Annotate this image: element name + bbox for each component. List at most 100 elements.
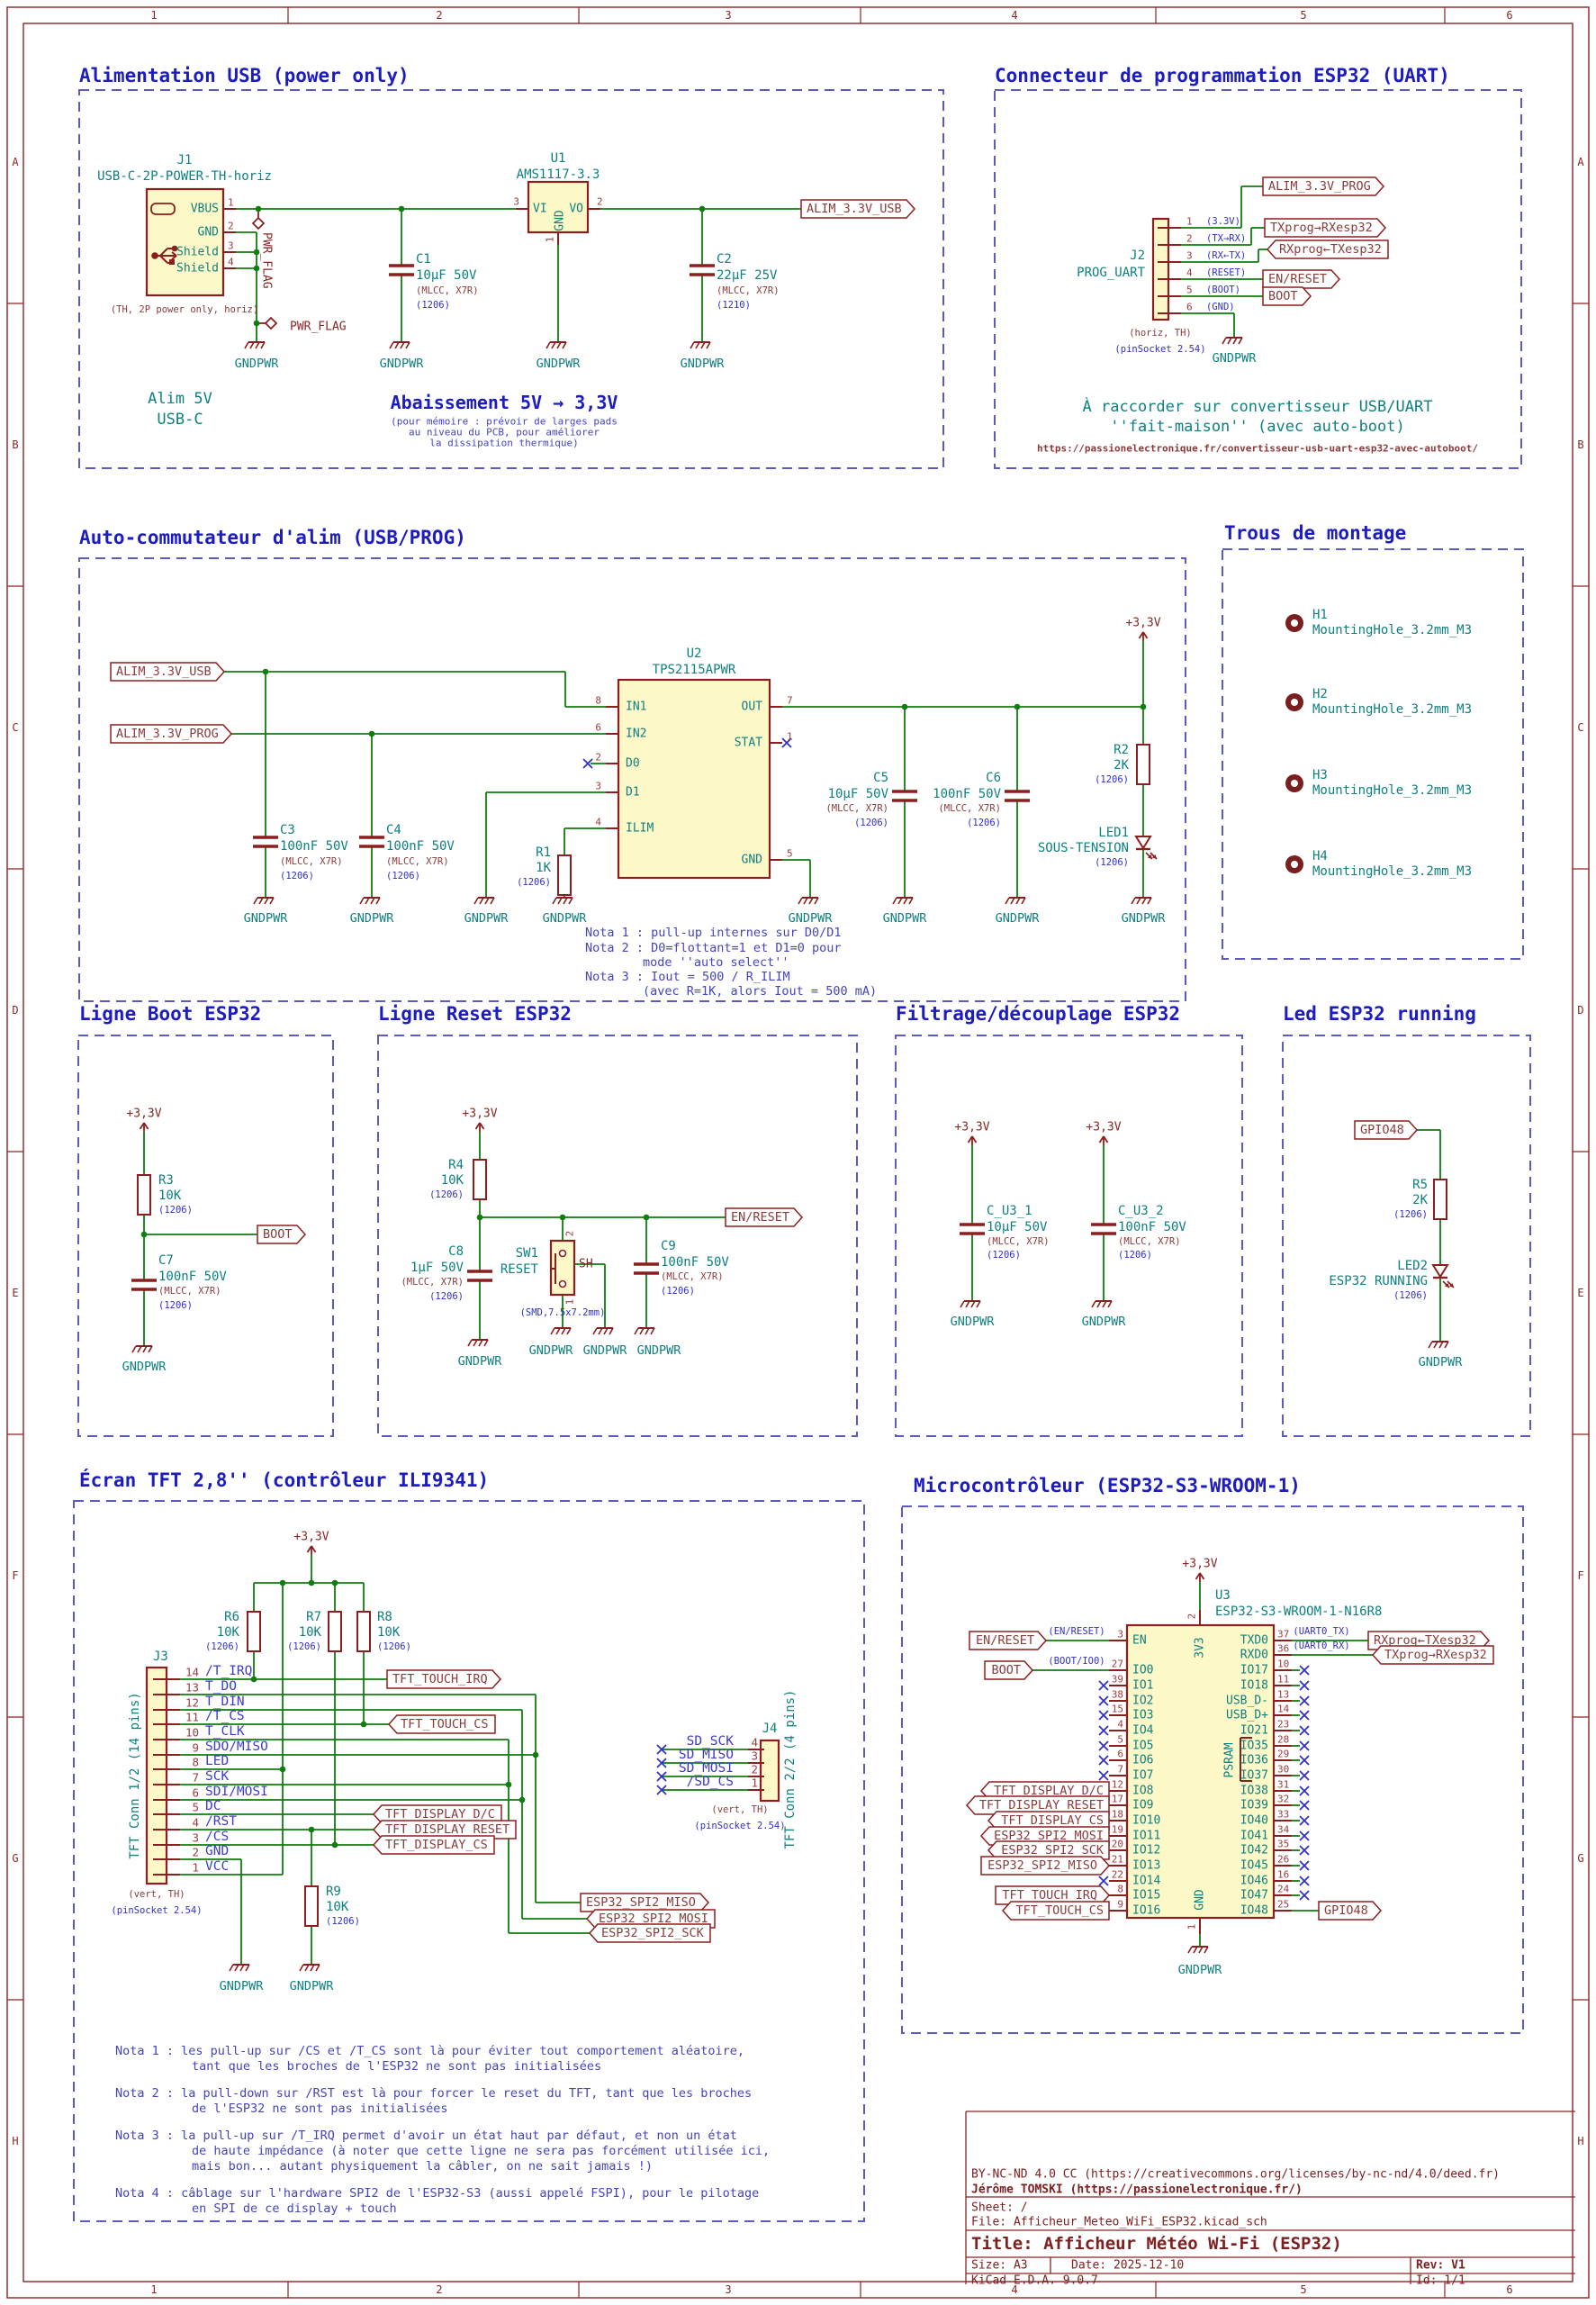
global-label[interactable] [1354, 1120, 1419, 1140]
text-note: mode ''auto select'' [643, 955, 789, 970]
no-connect-x [656, 1785, 667, 1795]
global-label[interactable] [257, 1225, 307, 1244]
text-pin: Shield [176, 262, 219, 276]
text-lbl: SDO/MISO [205, 1740, 268, 1754]
ground-hatch [566, 1327, 572, 1335]
text-ref: C4 [386, 823, 401, 837]
text-fm: (vert, TH) [128, 1889, 185, 1900]
global-label[interactable] [580, 1893, 710, 1912]
resistor[interactable] [557, 854, 572, 896]
resistor[interactable] [473, 1159, 487, 1200]
global-label[interactable] [1262, 286, 1312, 306]
ground-hatch [1005, 897, 1010, 905]
global-label[interactable] [725, 1207, 804, 1227]
text-border: 2 [436, 9, 442, 22]
global-label[interactable] [386, 1669, 502, 1689]
text-ref: C3 [280, 823, 295, 837]
text-fb: (1206) [967, 818, 1001, 828]
ground-hatch [650, 1327, 655, 1335]
component-body[interactable] [145, 187, 225, 297]
text-pin: IO4 [1132, 1724, 1154, 1738]
text-note: tant que les broches de l'ESP32 ne sont … [192, 2059, 601, 2074]
ground-hatch [897, 897, 903, 905]
global-label[interactable] [110, 724, 233, 744]
global-label[interactable] [110, 662, 226, 682]
global-label[interactable] [585, 1909, 716, 1929]
text-border: H [1577, 2135, 1583, 2147]
resistor[interactable] [137, 1174, 151, 1216]
resistor[interactable] [304, 1885, 319, 1927]
text-note: Nota 3 : Iout = 500 / R_ILIM [585, 970, 790, 984]
global-label[interactable] [372, 1835, 495, 1855]
led-triangle[interactable] [1431, 1264, 1449, 1279]
text-note: Nota 1 : pull-up internes sur D0/D1 [585, 926, 841, 940]
text-tb: KiCad E.D.A. 9.0.7 [971, 2274, 1098, 2288]
component-body[interactable] [1151, 217, 1170, 321]
global-label-text: TFT_DISPLAY_D/C [385, 1807, 495, 1821]
no-connect-x [656, 1744, 667, 1755]
global-label[interactable] [969, 1631, 1048, 1650]
global-label[interactable] [1266, 240, 1389, 259]
text-pin: GND [198, 226, 220, 240]
global-label[interactable] [588, 1923, 711, 1943]
global-label[interactable] [1264, 218, 1387, 238]
global-label-text: TFT_DISPLAY_D/C [994, 1784, 1104, 1798]
ground-hatch [1010, 897, 1015, 905]
text-pin: Shield [176, 246, 219, 259]
text-ref: LED1 [1098, 826, 1129, 840]
component-body[interactable] [1125, 1623, 1276, 1920]
usb-icon-square [169, 259, 175, 265]
global-label[interactable] [987, 1840, 1110, 1860]
led-triangle[interactable] [1134, 836, 1152, 850]
no-connect-x [1098, 1876, 1109, 1886]
text-gnd: GNDPWR [122, 1360, 167, 1374]
component-body[interactable] [145, 1666, 168, 1885]
junction-dot [643, 1214, 650, 1221]
text-ref: R4 [448, 1158, 464, 1172]
global-label[interactable] [1262, 176, 1385, 196]
global-label[interactable] [1367, 1631, 1491, 1650]
global-label-text: TXprog→RXesp32 [1270, 221, 1373, 235]
global-label[interactable] [1001, 1901, 1110, 1921]
ground-hatch [1102, 1300, 1107, 1308]
text-border: B [12, 438, 18, 451]
component-body[interactable] [527, 180, 590, 234]
ground-hatch [484, 897, 490, 905]
text-gnd: GNDPWR [380, 357, 425, 371]
global-label[interactable] [984, 1660, 1034, 1680]
text-st: Écran TFT 2,8'' (contrôleur ILI9341) [79, 1469, 489, 1491]
text-pin: IO15 [1132, 1889, 1160, 1903]
resistor[interactable] [356, 1611, 371, 1652]
text-fb: (BOOT/IO0) [1048, 1656, 1105, 1667]
global-label[interactable] [387, 1714, 496, 1734]
global-label-text: TFT_DISPLAY_RESET [979, 1798, 1104, 1812]
global-label[interactable] [1262, 269, 1341, 289]
global-label-text: TFT_DISPLAY_RESET [385, 1822, 509, 1837]
text-lbl: SDI/MOSI [205, 1785, 268, 1799]
resistor[interactable] [1136, 744, 1150, 785]
global-label[interactable] [1371, 1645, 1494, 1665]
global-label[interactable] [980, 1856, 1111, 1876]
text-fb: (1206) [1095, 774, 1129, 785]
text-ref: R6 [224, 1610, 239, 1624]
text-pin: USB_D- [1226, 1695, 1268, 1708]
no-connect-x [1098, 1680, 1109, 1691]
text-pnum: 3 [513, 196, 519, 208]
resistor[interactable] [328, 1611, 342, 1652]
text-pnum: 7 [1117, 1764, 1123, 1776]
text-pnum: 14 [1277, 1704, 1290, 1715]
text-tbb: Rev: V1 [1416, 2259, 1465, 2273]
global-label-text: TFT_DISPLAY_CS [1001, 1813, 1104, 1828]
component-body[interactable] [617, 678, 771, 880]
global-label[interactable] [1318, 1901, 1383, 1921]
ground-hatch [557, 897, 563, 905]
global-label[interactable] [800, 199, 916, 219]
text-ref: 100nF 50V [280, 839, 348, 854]
ground-hatch [304, 1964, 310, 1972]
ground-hatch [1198, 1946, 1204, 1954]
component-body[interactable] [759, 1739, 780, 1803]
resistor[interactable] [247, 1611, 261, 1652]
resistor[interactable] [1433, 1179, 1447, 1220]
junction-dot [262, 668, 269, 675]
text-st: Led ESP32 running [1283, 1003, 1476, 1025]
